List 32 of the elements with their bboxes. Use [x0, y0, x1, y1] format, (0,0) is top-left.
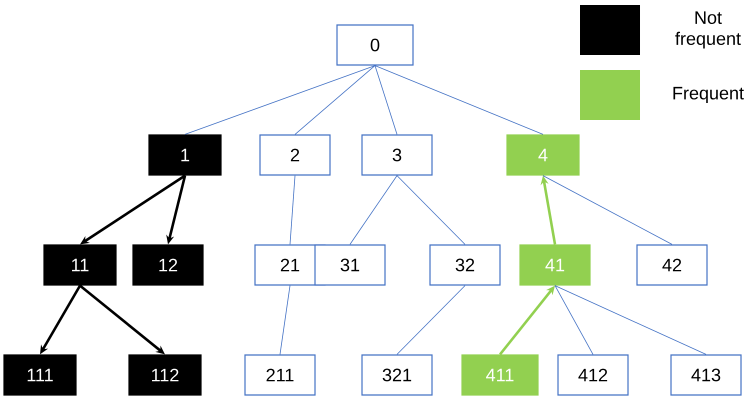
tree-node-box: 32	[429, 244, 501, 286]
tree-node-box: 211	[244, 354, 316, 396]
legend-label: Not frequent	[675, 11, 741, 49]
connector-line	[290, 175, 296, 245]
frequent-node-box: 4	[506, 134, 580, 176]
not-frequent-node-box: 111	[3, 354, 77, 396]
tree-node-box: 0	[336, 24, 414, 66]
connector-line	[396, 175, 466, 245]
legend-label: Frequent	[673, 86, 744, 104]
tree-node-box: 321	[361, 354, 433, 396]
connector-line	[396, 285, 466, 355]
tree-node-box: 412	[557, 354, 629, 396]
connector-line	[374, 65, 398, 135]
connector-line	[350, 175, 398, 245]
frequent-node-box: 41	[519, 244, 591, 286]
connector-line	[554, 285, 594, 355]
connector-line	[280, 285, 290, 355]
tree-node-box: 3	[361, 134, 433, 176]
tree-node-box: 31	[314, 244, 386, 286]
connector-line	[184, 65, 376, 135]
connector-line	[374, 65, 544, 135]
not-frequent-node-box: 11	[43, 244, 117, 286]
tree-node-box: 2	[259, 134, 331, 176]
not-frequent-node-box: 1	[148, 134, 222, 176]
frequent-node-box: 411	[461, 354, 539, 396]
connector-line	[542, 175, 672, 245]
connector-line	[554, 285, 706, 355]
tree-node-box: 413	[670, 354, 742, 396]
not-frequent-node-box: 112	[128, 354, 202, 396]
not-frequent-node-box: 12	[132, 244, 204, 286]
connector-line	[294, 65, 376, 135]
tree-node-box: 42	[636, 244, 708, 286]
